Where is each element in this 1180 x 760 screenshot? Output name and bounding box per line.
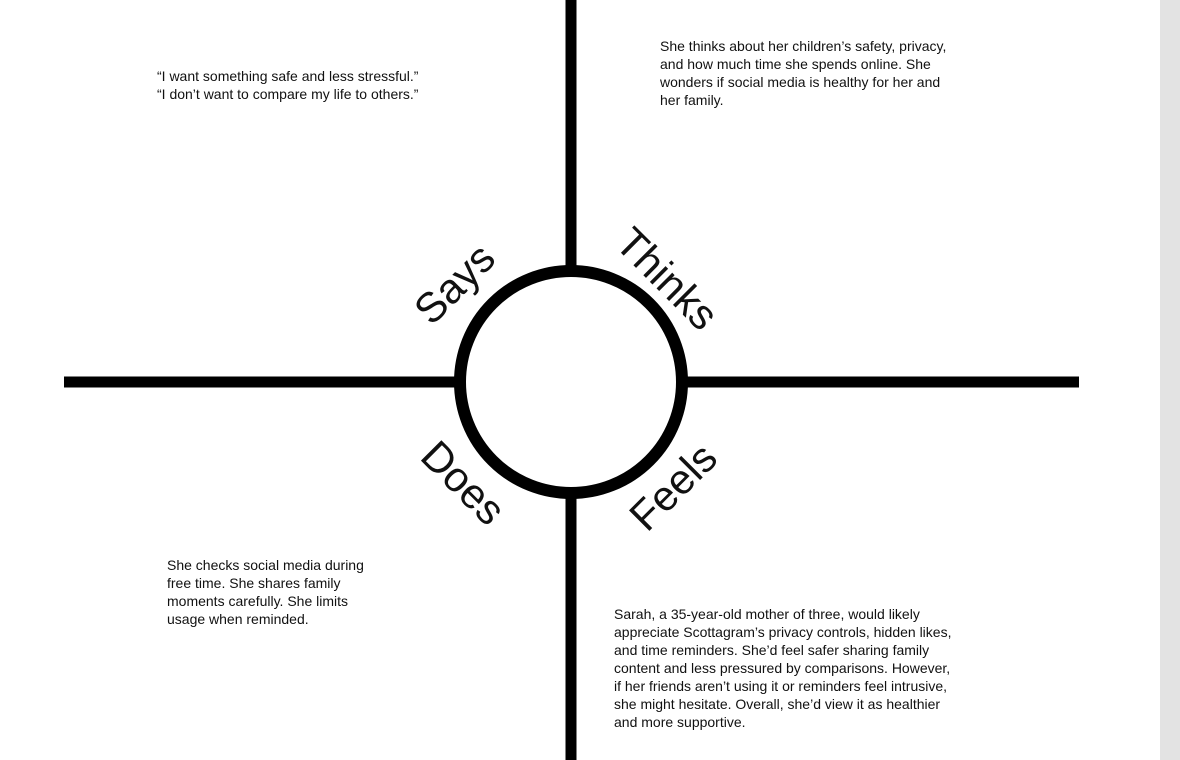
thinks-text: She thinks about her children’s safety, … — [660, 38, 947, 108]
center-circle — [454, 265, 688, 499]
does-text: She checks social media during free time… — [167, 557, 364, 627]
feels-text: Sarah, a 35-year-old mother of three, wo… — [614, 606, 952, 730]
says-text: “I want something safe and less stressfu… — [157, 68, 419, 102]
side-panel — [1160, 0, 1180, 760]
